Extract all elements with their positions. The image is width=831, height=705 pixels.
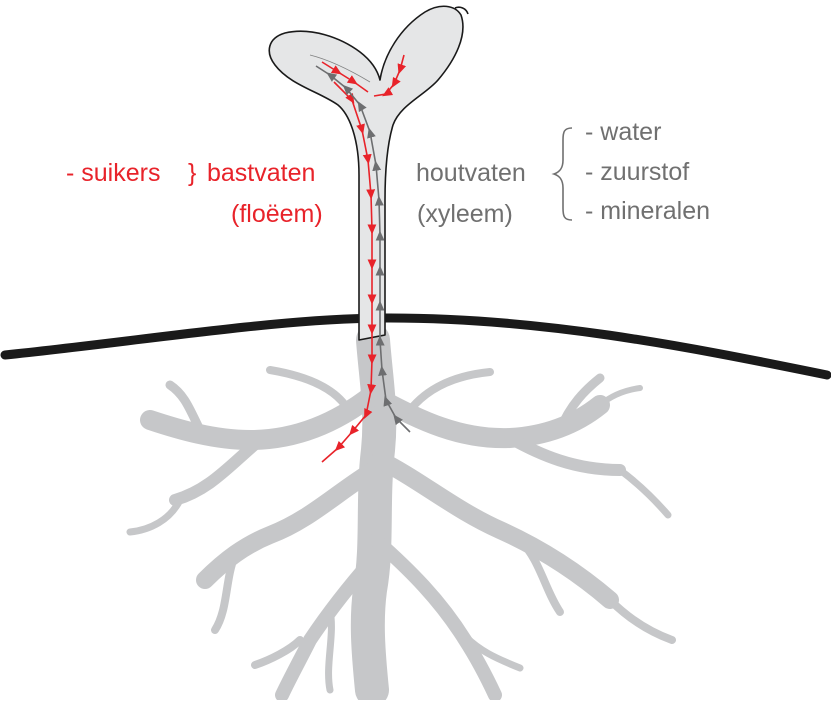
xylem-item-water: - water (585, 118, 661, 146)
root-right-far (504, 432, 626, 476)
xylem-line-stem (315, 65, 411, 433)
xylem-label: houtvaten (xyleem) - water - zuurstof - … (416, 118, 710, 228)
root-left-mid (196, 461, 383, 589)
soil-line (0, 313, 831, 380)
xylem-latin: (xyleem) (417, 200, 513, 228)
root-left-twig-4 (325, 606, 335, 694)
phloem-item-sugars: - suikers (66, 159, 160, 187)
root-left-twig-3 (251, 636, 304, 669)
root-right-twig-1 (555, 373, 605, 435)
xylem-brace (551, 127, 573, 221)
leaf-edge-right (454, 6, 469, 15)
root-right-twig-5 (406, 368, 494, 414)
root-right-low (369, 533, 502, 702)
root-right-twig-7 (597, 385, 643, 408)
root-right-twig-3 (606, 596, 676, 644)
root-right-twig-2 (516, 536, 564, 616)
xylem-item-oxygen: - zuurstof (585, 158, 689, 186)
root-left-twig-6 (126, 496, 184, 536)
root-left-twig-2 (211, 551, 239, 634)
phloem-brace: } (188, 159, 196, 187)
phloem-latin: (floëem) (231, 200, 323, 228)
root-left-twig-5 (266, 366, 349, 409)
root-left-twig-1 (165, 380, 205, 435)
phloem-name: bastvaten (207, 159, 315, 187)
root-left-far (169, 434, 266, 506)
xylem-item-minerals: - mineralen (585, 197, 710, 225)
xylem-name: houtvaten (416, 159, 526, 187)
root-system (126, 323, 676, 705)
xylem-path (315, 65, 411, 433)
root-right-twig-6 (616, 466, 672, 519)
root-right-mid (371, 451, 619, 609)
root-left-low (275, 553, 379, 702)
phloem-label: - suikers } bastvaten (floëem) (66, 159, 323, 228)
root-right-twig-4 (456, 626, 524, 672)
